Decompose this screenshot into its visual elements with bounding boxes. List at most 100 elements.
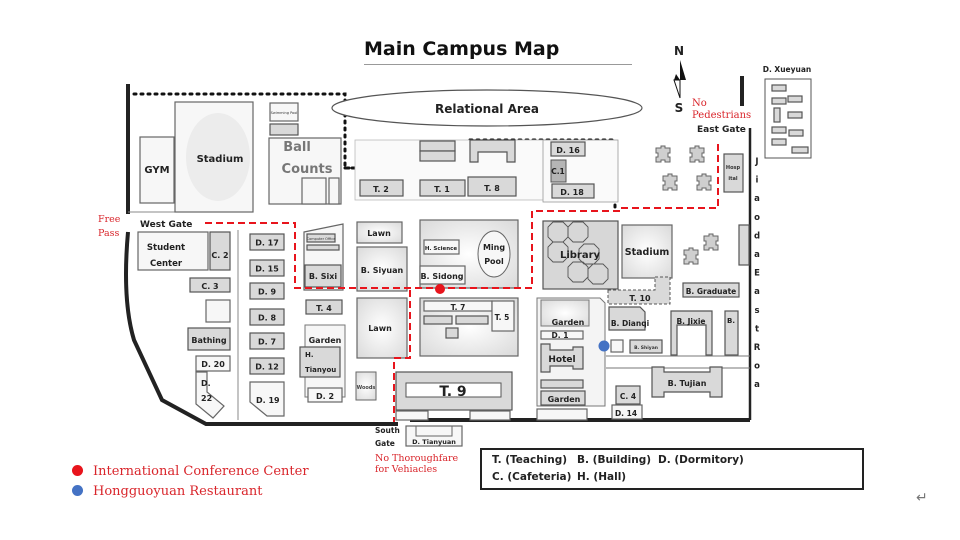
key-international-conference-center: International Conference Center [72,464,309,479]
legend-cafeteria: C. (Cafeteria) [492,471,572,483]
d19-label: D. 19 [256,396,280,405]
lawn-north-label: Lawn [367,229,391,238]
south-building-2 [469,410,511,421]
d17-label: D. 17 [255,239,279,248]
plus-shaped-buildings [655,145,719,265]
title-divider [364,64,632,65]
dorm-d12[interactable] [249,357,285,375]
building-t9[interactable] [405,382,502,398]
building-t2[interactable] [359,179,404,197]
building-t5[interactable] [491,300,515,332]
building-b-graduate[interactable] [682,282,740,298]
relational-area-label: Relational Area [435,102,539,116]
hongguoyuan-restaurant-marker[interactable] [598,340,610,352]
dorm-d19[interactable] [249,381,285,417]
building-t8[interactable] [467,176,517,197]
swimming-pool[interactable] [269,102,299,122]
b-sixi-label: B. Sixi [309,272,338,281]
hotel[interactable] [540,343,584,373]
dorm-d8[interactable] [249,308,285,326]
road-letter: t [755,324,759,334]
h-science-label: H. Science [425,246,458,252]
key-label-restaurant: Hongguoyuan Restaurant [93,484,263,499]
h-tianyou-label-1: H. [305,351,314,359]
lawn-south-label: Lawn [368,324,392,333]
east-gate-label[interactable]: East Gate [697,125,746,135]
dorm-d16[interactable] [550,141,586,157]
gym[interactable] [139,136,175,204]
d2-label: D. 2 [316,392,334,401]
t4-label: T. 4 [316,304,332,313]
building-b-dianqi[interactable] [608,306,646,331]
c4-label: C. 4 [620,392,636,401]
d22-label-1: D. [201,379,211,388]
b-sidong-label: B. Sidong [420,272,463,281]
t5-label: T. 5 [495,313,510,322]
building-t4[interactable] [305,299,343,315]
d15-label: D. 15 [255,265,279,274]
woods[interactable] [355,371,377,401]
building-b-sidong[interactable] [419,265,466,285]
dorm-d20[interactable] [195,355,231,372]
stadium-west-label: Stadium [197,154,244,165]
d8-label: D. 8 [258,314,276,323]
south-gate-label-2[interactable]: Gate [375,439,395,448]
dorm-d18[interactable] [551,183,595,199]
lawn-north[interactable] [356,221,403,244]
b-graduate-label: B. Graduate [686,287,737,296]
south-building-1 [395,410,429,421]
t7-label: T. 7 [451,303,466,312]
building-b-east[interactable] [724,310,739,356]
dorm-xueyuan[interactable]: D. Xueyuan [763,65,812,159]
bathing-label: Bathing [191,336,226,345]
cafeteria-c2[interactable] [209,231,231,271]
hospital[interactable] [723,153,744,193]
building-b-jixie[interactable] [670,310,713,356]
garden-hotel-bottom[interactable] [540,390,586,406]
cafeteria-c1[interactable] [550,159,567,183]
hall-tianyou[interactable] [299,346,341,378]
court-small-1 [301,177,327,205]
lawn-south[interactable] [356,297,408,359]
woods-label: Woods [357,385,376,391]
t7-wing-1 [423,315,453,325]
road-letter: E [754,269,760,279]
dorm-d14[interactable] [611,404,643,420]
cafeteria-c4[interactable] [615,385,641,405]
dorm-d17[interactable] [249,233,285,251]
d12-label: D. 12 [255,363,279,372]
building-b-tujian[interactable] [651,366,723,398]
student-center[interactable] [137,231,209,271]
xueyuan-label: D. Xueyuan [763,65,812,74]
dorm-d7[interactable] [249,332,285,350]
garden-hotel-top[interactable] [540,299,590,327]
west-gate-label[interactable]: West Gate [140,220,192,230]
t1-label: T. 1 [434,185,450,194]
building-b-shiyan[interactable] [629,339,663,354]
hall-science[interactable] [423,239,460,255]
dorm-d1[interactable] [540,330,584,340]
east-strip [738,224,750,266]
relational-area[interactable]: Relational Area [331,89,643,127]
dorm-d9[interactable] [249,282,285,300]
south-gate-label-1[interactable]: South [375,426,400,435]
stadium-east[interactable] [621,224,673,279]
bathing[interactable] [187,327,231,351]
road-letter: s [754,306,759,316]
international-conference-center-marker[interactable] [435,284,445,294]
building-b-siyuan[interactable] [356,246,408,292]
computer-office[interactable] [306,233,336,243]
building-t1[interactable] [419,179,466,197]
return-icon: ↵ [916,490,928,506]
building-t10[interactable] [607,276,671,305]
garden-hotel-bottom-label: Garden [548,395,581,404]
stadium-east-label: Stadium [625,247,670,258]
dorm-d2[interactable] [307,387,343,403]
dorm-d15[interactable] [249,259,285,277]
dorm-d22[interactable] [195,371,225,419]
library[interactable]: Library [542,220,619,290]
free-pass-note-2: Pass [98,228,120,239]
cafeteria-c3[interactable] [189,277,231,293]
ming-pool[interactable] [477,230,511,278]
